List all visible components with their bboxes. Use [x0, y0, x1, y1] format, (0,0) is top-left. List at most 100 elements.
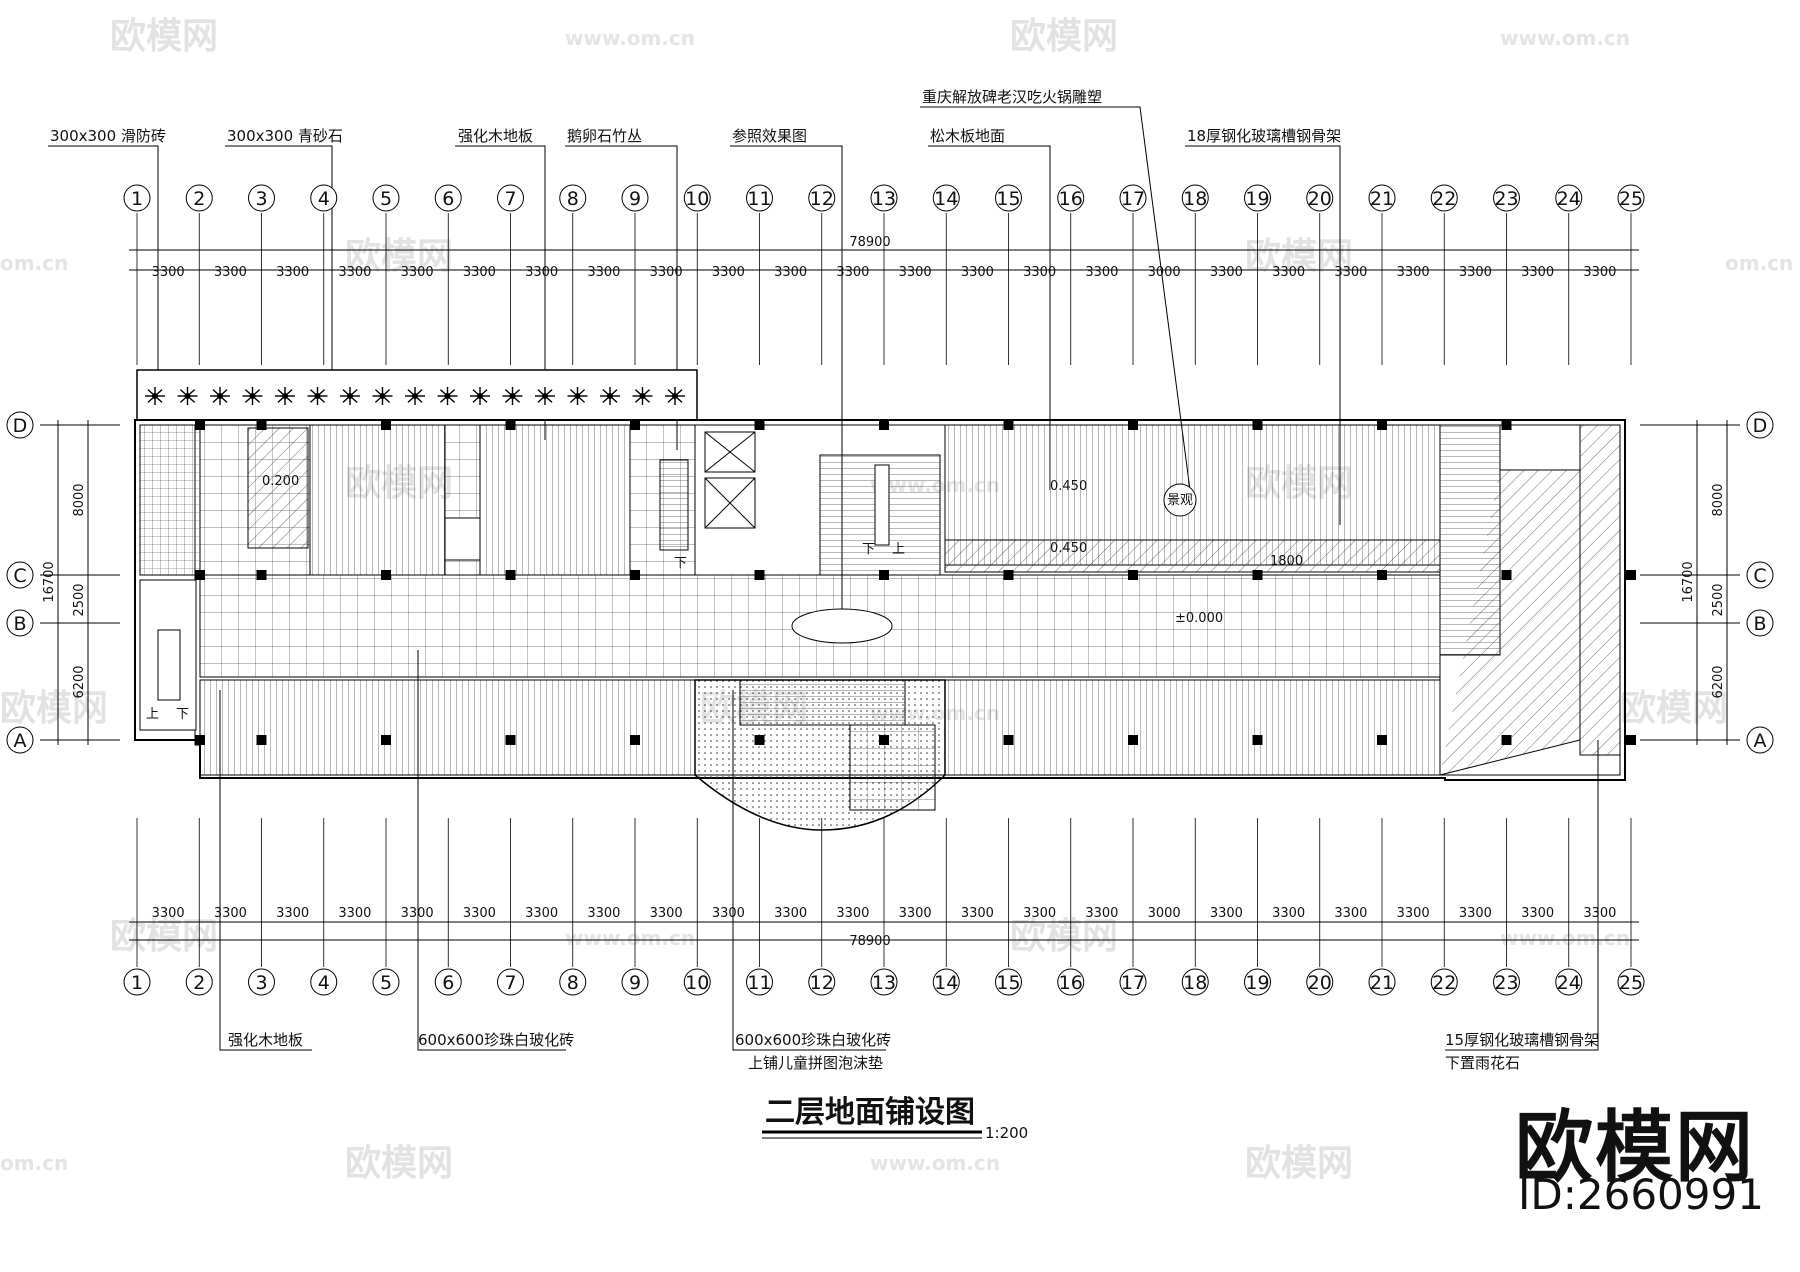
- watermark-logo: 欧模网: [110, 16, 218, 57]
- callout-sculpture: 重庆解放碑老汉吃火锅雕塑: [922, 88, 1102, 106]
- column: [1377, 420, 1387, 430]
- svg-text:22: 22: [1432, 188, 1456, 210]
- axis-bubble-5: 5: [372, 968, 400, 996]
- axis-bubble-25: 25: [1617, 184, 1645, 212]
- svg-text:14: 14: [934, 972, 958, 994]
- column: [195, 420, 205, 430]
- axis-bubble-8: 8: [559, 968, 587, 996]
- svg-text:上: 上: [892, 542, 905, 557]
- svg-text:4: 4: [318, 188, 330, 210]
- bamboo-plant: [535, 387, 555, 405]
- column: [1252, 735, 1263, 745]
- bamboo-plant: [632, 387, 653, 405]
- bay-dim-top: 3300: [152, 265, 185, 280]
- svg-text:16: 16: [1059, 188, 1083, 210]
- structural-columns: [195, 420, 1636, 745]
- bay-dim-bottom: 3300: [836, 906, 869, 921]
- bay-dim-bottom: 3300: [650, 906, 683, 921]
- svg-text:14: 14: [934, 188, 958, 210]
- axis-bubble-18: 18: [1181, 184, 1209, 212]
- drawing-scale: 1:200: [985, 1124, 1028, 1142]
- axis-bubble-9: 9: [621, 968, 649, 996]
- svg-text:6: 6: [442, 972, 454, 994]
- svg-text:6200: 6200: [72, 665, 87, 698]
- bay-dim-top: 3300: [1210, 265, 1243, 280]
- svg-text:17: 17: [1121, 972, 1145, 994]
- svg-text:下: 下: [674, 556, 687, 571]
- bay-dim-top: 3300: [1397, 265, 1430, 280]
- svg-text:5: 5: [380, 972, 392, 994]
- callout-glass-18: 18厚钢化玻璃槽钢骨架: [1187, 127, 1341, 145]
- callout-tile-600-b: 600x600珍珠白玻化砖: [735, 1031, 891, 1049]
- bay-dim-top: 3300: [401, 265, 434, 280]
- axis-bubble-13: 13: [870, 968, 898, 996]
- brand-logo: 欧模网: [1515, 1103, 1756, 1193]
- bay-dim-top: 3000: [1148, 265, 1181, 280]
- svg-text:16: 16: [1059, 972, 1083, 994]
- axis-bubble-3: 3: [248, 184, 275, 212]
- bay-dim-bottom: 3300: [1210, 906, 1243, 921]
- svg-text:11: 11: [747, 972, 771, 994]
- bay-dim-top: 3300: [463, 265, 496, 280]
- bay-dim-bottom: 3300: [338, 906, 371, 921]
- column: [256, 420, 267, 430]
- bay-dim-top: 3300: [1583, 265, 1616, 280]
- svg-text:2: 2: [193, 188, 205, 210]
- svg-text:10: 10: [685, 188, 709, 210]
- column: [1377, 735, 1387, 745]
- lower-wood-left: [199, 679, 696, 776]
- svg-text:1: 1: [131, 972, 143, 994]
- bamboo-plant: [600, 387, 620, 405]
- bamboo-plant: [372, 387, 393, 405]
- axis-bubble-20: 20: [1306, 968, 1334, 996]
- total-dim-bottom: 78900: [849, 934, 890, 949]
- row-axis-bubbles-right: D C B A: [1746, 411, 1774, 754]
- column: [630, 735, 640, 745]
- watermark-logo: 欧模网: [1010, 16, 1118, 57]
- column: [1128, 420, 1138, 430]
- svg-text:5: 5: [380, 188, 392, 210]
- row-dims: 8000 2500 6200 16700 8000 2500 6200 1670…: [42, 483, 1726, 698]
- watermark-url: www.om.cn: [1500, 26, 1630, 50]
- callout-laminate-bottom: 强化木地板: [228, 1031, 303, 1049]
- axis-bubble-19: 19: [1244, 184, 1271, 212]
- svg-text:11: 11: [747, 188, 771, 210]
- column: [1128, 570, 1138, 580]
- bay-dim-bottom: 3000: [1148, 906, 1181, 921]
- svg-text:20: 20: [1308, 188, 1332, 210]
- axis-bubble-12: 12: [808, 184, 836, 212]
- bay-dim-bottom: 3300: [774, 906, 807, 921]
- column: [1003, 570, 1014, 580]
- column: [1252, 420, 1263, 430]
- bamboo-plant: [307, 387, 328, 405]
- watermark-url: om.cn: [0, 1151, 68, 1175]
- bay-dim-bottom: 3300: [463, 906, 496, 921]
- drawing-title-block: 二层地面铺设图 1:200: [762, 1095, 1028, 1142]
- column: [256, 570, 267, 580]
- svg-text:13: 13: [872, 972, 896, 994]
- svg-text:1: 1: [131, 188, 143, 210]
- bay-dim-top: 3300: [1521, 265, 1554, 280]
- bamboo-plant: [567, 387, 588, 405]
- column: [1128, 735, 1138, 745]
- column: [1003, 735, 1014, 745]
- svg-text:24: 24: [1557, 188, 1581, 210]
- brand-id: ID:2660991: [1518, 1170, 1764, 1219]
- svg-text:18: 18: [1183, 188, 1207, 210]
- svg-text:2: 2: [193, 972, 205, 994]
- axis-bubble-14: 14: [932, 968, 960, 996]
- bay-dim-bottom: 3300: [1521, 906, 1554, 921]
- bay-dim-bottom: 3300: [525, 906, 558, 921]
- bamboo-plant: [275, 387, 295, 405]
- axis-bubble-23: 23: [1493, 184, 1520, 212]
- column: [630, 570, 640, 580]
- axis-bubble-11: 11: [746, 184, 773, 212]
- svg-text:A: A: [1754, 730, 1767, 752]
- svg-text:12: 12: [810, 188, 834, 210]
- column: [381, 570, 391, 580]
- bamboo-plant: [145, 387, 165, 405]
- svg-text:9: 9: [629, 972, 641, 994]
- callout-tile-600: 600x600珍珠白玻化砖: [418, 1031, 574, 1049]
